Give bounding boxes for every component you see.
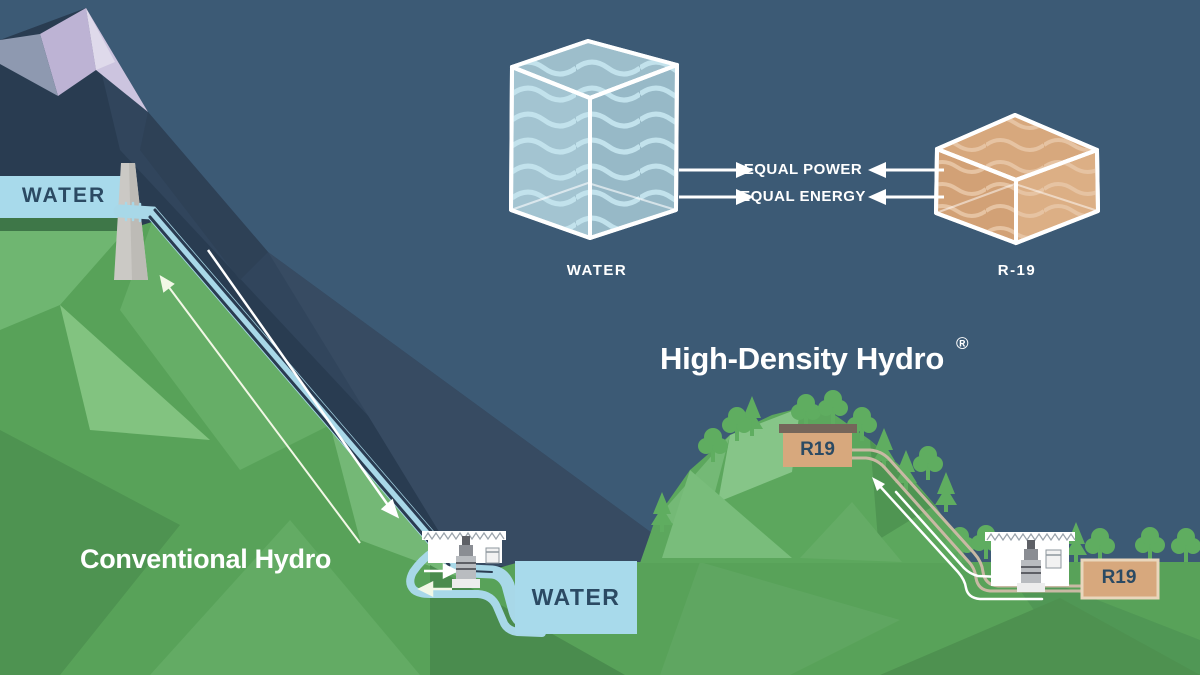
r19-flow-arrow-up-icon [872, 477, 885, 491]
flow-arrow-up-icon [159, 274, 361, 544]
r19-cube-label: R-19 [997, 262, 1037, 279]
trademark-symbol: ® [956, 334, 969, 353]
equal-energy-label: EQUAL ENERGY [740, 188, 866, 205]
tank-top [779, 424, 857, 467]
dam [114, 163, 148, 280]
r19-cube [934, 113, 1100, 245]
cabinet [485, 547, 500, 564]
outflow-arrow-icon [417, 580, 452, 598]
upper-reservoir-label: WATER [21, 184, 107, 207]
equal-power-label: EQUAL POWER [743, 161, 863, 178]
lower-reservoir-label: WATER [531, 584, 621, 610]
water-cube [509, 39, 679, 240]
cabinet [1045, 549, 1062, 569]
upper-tank-label: R19 [800, 439, 835, 460]
turbine-left-icon [452, 536, 480, 588]
flow-arrow-down-icon [206, 249, 400, 519]
upper-reservoir [0, 176, 126, 218]
water-cube-label: WATER [566, 262, 628, 279]
lower-reservoir [515, 561, 637, 634]
dam-pipe-rings [124, 201, 142, 223]
turbine-right-icon [1017, 540, 1045, 592]
conventional-hydro-title: Conventional Hydro [80, 544, 332, 574]
tank-bottom [1080, 558, 1160, 600]
snow-cap [0, 8, 148, 112]
lower-tank-label: R19 [1101, 567, 1137, 588]
inflow-arrow-icon [424, 562, 459, 580]
equal-arrows [679, 162, 944, 205]
r19-pipes [850, 448, 1084, 601]
high-density-hydro-title: High-Density Hydro [660, 341, 944, 376]
